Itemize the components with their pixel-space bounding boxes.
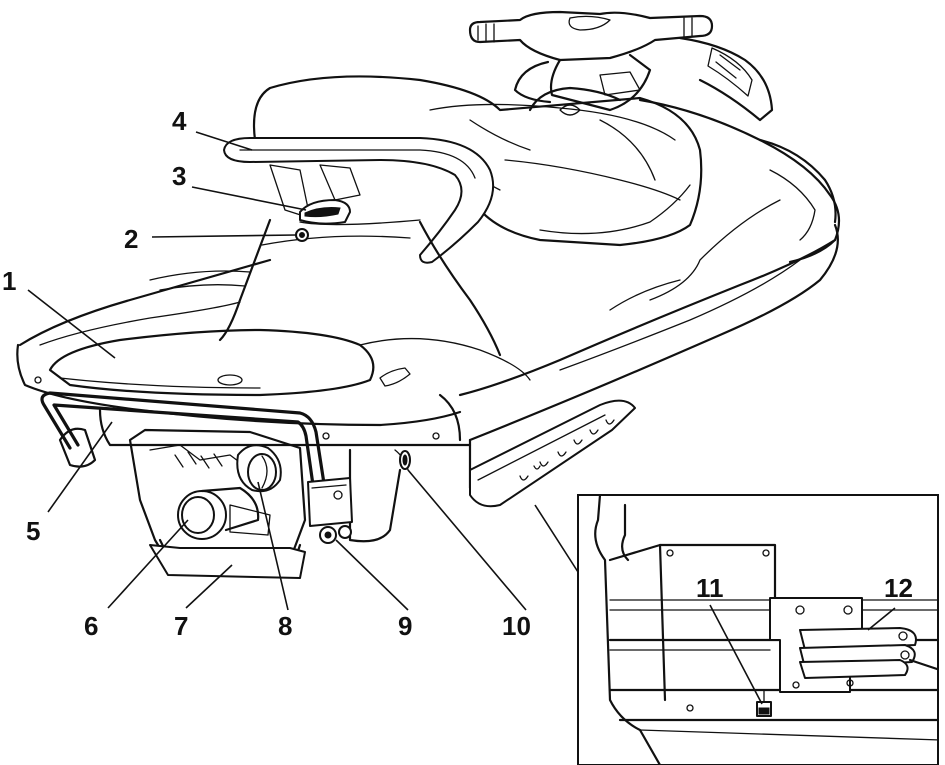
callout-8: 8 bbox=[278, 611, 292, 641]
callout-5: 5 bbox=[26, 516, 40, 546]
callout-9: 9 bbox=[398, 611, 412, 641]
callout-12: 12 bbox=[884, 573, 913, 603]
tow-eye-bracket bbox=[307, 477, 353, 544]
rear-deck bbox=[16, 218, 531, 543]
boarding-step-handle bbox=[299, 199, 421, 226]
drain-plug bbox=[295, 228, 309, 242]
hull-body bbox=[458, 98, 841, 508]
side-outlet bbox=[399, 450, 411, 470]
callout-10: 10 bbox=[502, 611, 531, 641]
callout-7: 7 bbox=[174, 611, 188, 641]
callout-labels: 1 2 3 4 5 6 7 8 9 10 11 12 bbox=[2, 106, 913, 641]
callout-1: 1 bbox=[2, 266, 16, 296]
jet-pump-assembly bbox=[128, 428, 307, 579]
callout-2: 2 bbox=[124, 224, 138, 254]
callout-6: 6 bbox=[84, 611, 98, 641]
seat bbox=[252, 71, 703, 247]
inset-detail bbox=[534, 494, 939, 765]
handlebar-assembly bbox=[468, 10, 774, 122]
callout-11: 11 bbox=[696, 573, 724, 603]
callout-4: 4 bbox=[172, 106, 187, 136]
leader-lines bbox=[27, 131, 896, 705]
callout-3: 3 bbox=[172, 161, 186, 191]
